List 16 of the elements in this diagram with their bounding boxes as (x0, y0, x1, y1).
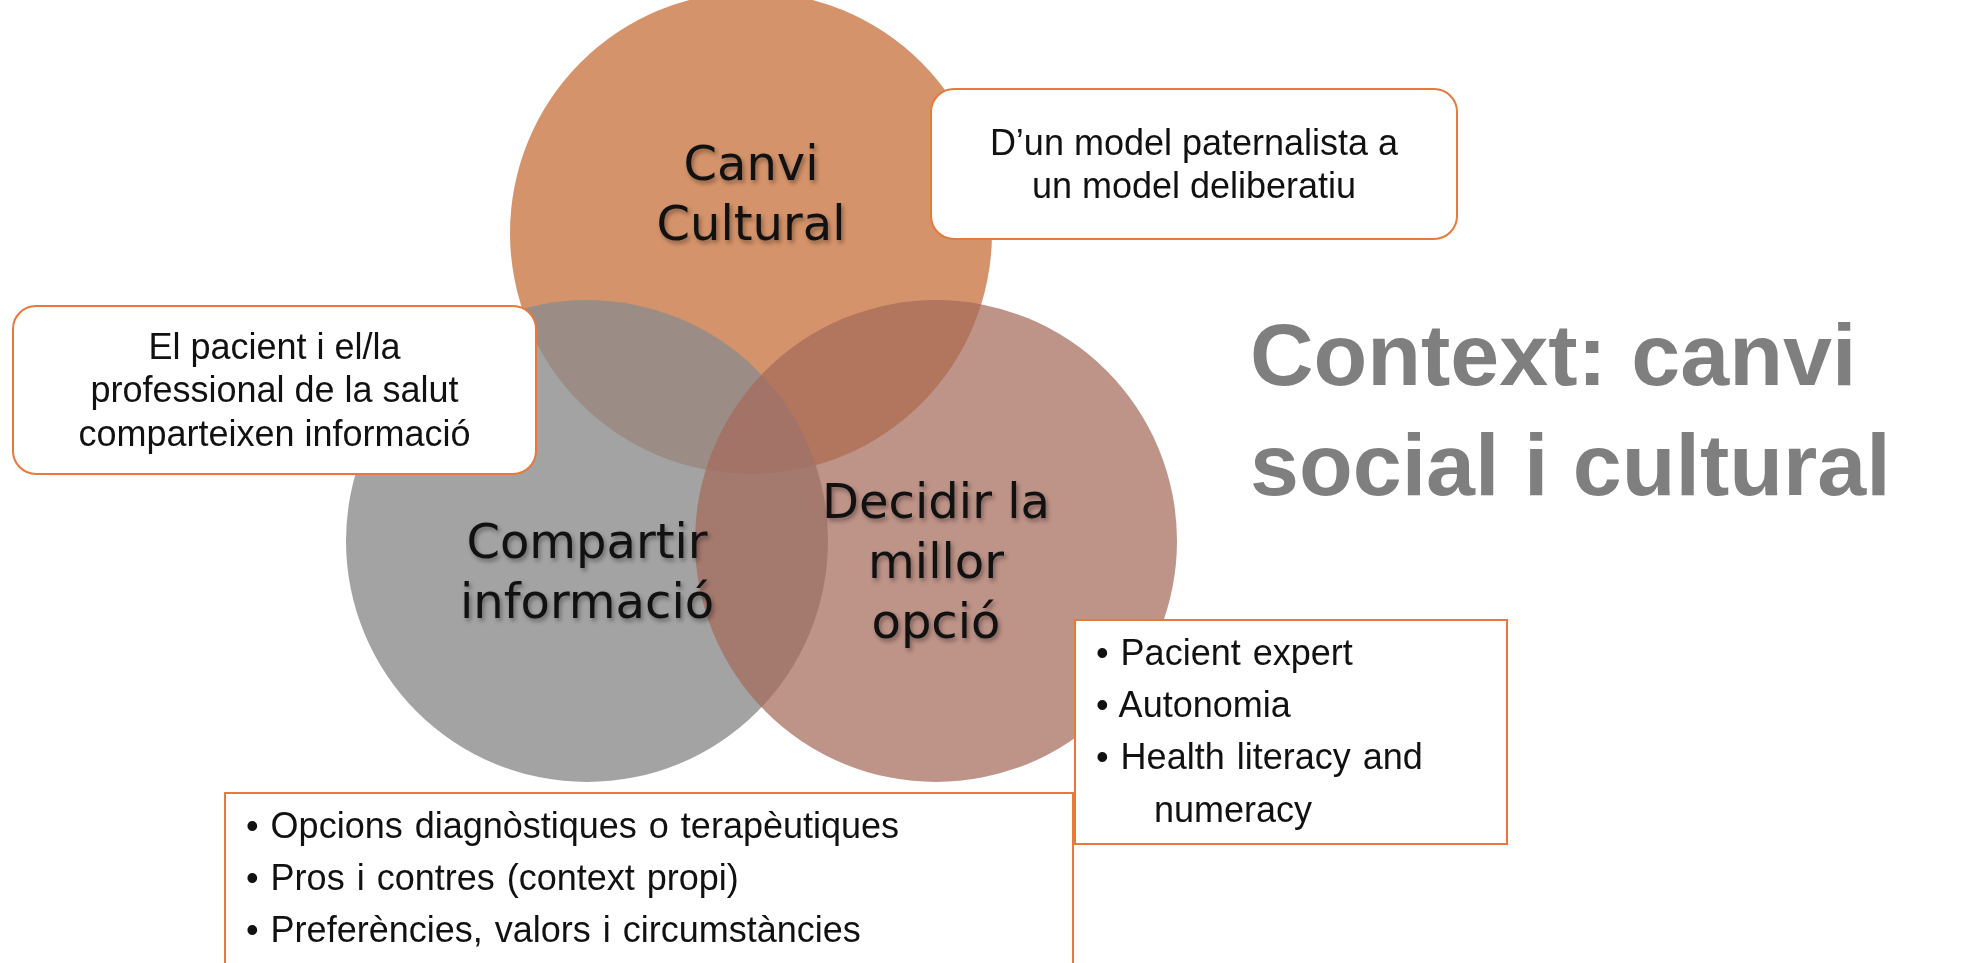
circle-label: Compartir informació (458, 512, 716, 631)
bullet-item: • Autonomia (1096, 683, 1292, 728)
circle-label: Canvi Cultural (655, 134, 847, 253)
bullet-item: • Health literacy and numeracy (1096, 735, 1424, 832)
circle-label: Decidir la millor opció (821, 472, 1051, 651)
callout-text: El pacient i el/la professional de la salut comparteixen informació (77, 325, 472, 455)
bullet-item: • Pacient expert (1096, 631, 1354, 675)
bullet-list-box (1074, 619, 1508, 845)
bullet-item: • Pros i contres (context propi) (246, 856, 740, 901)
bullet-list-box (224, 792, 1074, 963)
bullet-item: • Preferències, valors i circumstàncies (246, 908, 862, 953)
callout-text: D’un model paternalista a un model deliberatiu (988, 120, 1400, 208)
bullet-item: • Opcions diagnòstiques o terapèutiques (246, 804, 901, 848)
callout-box (12, 305, 537, 475)
callout-box (930, 88, 1458, 240)
heading: Context: canvi social i cultural (1250, 304, 1892, 516)
